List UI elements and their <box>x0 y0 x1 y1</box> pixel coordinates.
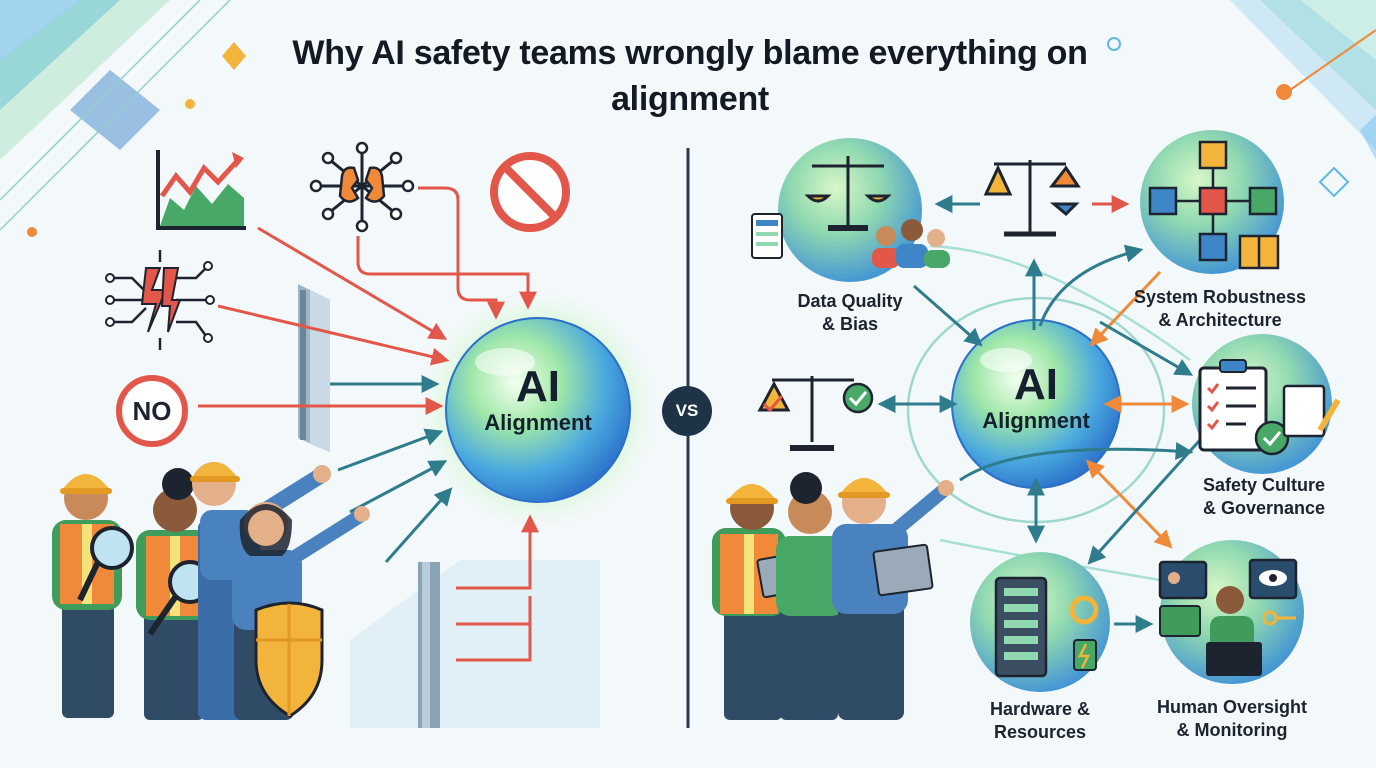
shield-icon <box>254 601 324 718</box>
trend-chart-icon <box>156 150 246 230</box>
node-label-line: Resources <box>993 722 1087 742</box>
left-bubble-label: AI Alignment <box>458 364 618 436</box>
server-icon <box>994 576 1099 678</box>
scales-check-icon <box>757 376 874 451</box>
checklist-icon <box>1198 359 1341 456</box>
node-label-line: & Bias <box>821 314 879 334</box>
node-label-line: Safety Culture <box>1202 475 1326 495</box>
node-label-line: & Architecture <box>1158 310 1282 330</box>
broken-brain-icon <box>309 141 415 233</box>
node-label-line: & Monitoring <box>1176 720 1288 740</box>
node-label-line: Hardware & <box>989 699 1091 719</box>
no-sign-icon: NO <box>116 375 188 447</box>
page-title: Why AI safety teams wrongly blame everyt… <box>292 34 1088 118</box>
people-group-icon <box>872 219 950 268</box>
relationship-arrows <box>877 195 1202 633</box>
teal-arrows-left <box>330 375 453 563</box>
node-label-safety-culture: Safety Culture & Governance <box>1174 474 1354 520</box>
left-bubble-line1: AI <box>516 362 560 411</box>
node-label-line: & Governance <box>1202 498 1326 518</box>
blame-arrows <box>198 186 539 662</box>
prohibited-icon <box>490 152 570 232</box>
data-panel-icon <box>751 213 783 259</box>
node-label-system-robustness: System Robustness & Architecture <box>1110 286 1330 332</box>
decor-top-right <box>1107 0 1376 198</box>
left-bubble-line2: Alignment <box>484 410 592 435</box>
left-team-illustration <box>52 462 370 720</box>
flowchart-icon <box>1148 140 1280 270</box>
broken-circuit-icon <box>105 250 215 350</box>
decor-top-left <box>0 0 246 237</box>
node-label-line: System Robustness <box>1133 287 1307 307</box>
wall-icon <box>298 284 330 452</box>
vs-badge: VS <box>662 386 712 436</box>
right-team-illustration <box>712 472 954 720</box>
node-label-line: Data Quality <box>797 291 903 311</box>
data-scales-icon <box>804 156 892 231</box>
right-bubble-line2: Alignment <box>982 408 1090 433</box>
wall-lower <box>350 560 600 728</box>
node-label-data-quality: Data Quality & Bias <box>760 290 940 336</box>
right-bubble-line1: AI <box>1014 360 1058 409</box>
right-bubble-label: AI Alignment <box>956 362 1116 434</box>
monitor-icon <box>1158 558 1298 676</box>
node-label-line: Human Oversight <box>1156 697 1308 717</box>
scales-icon <box>983 160 1081 237</box>
node-label-hardware: Hardware & Resources <box>960 698 1120 744</box>
node-label-human-oversight: Human Oversight & Monitoring <box>1132 696 1332 742</box>
